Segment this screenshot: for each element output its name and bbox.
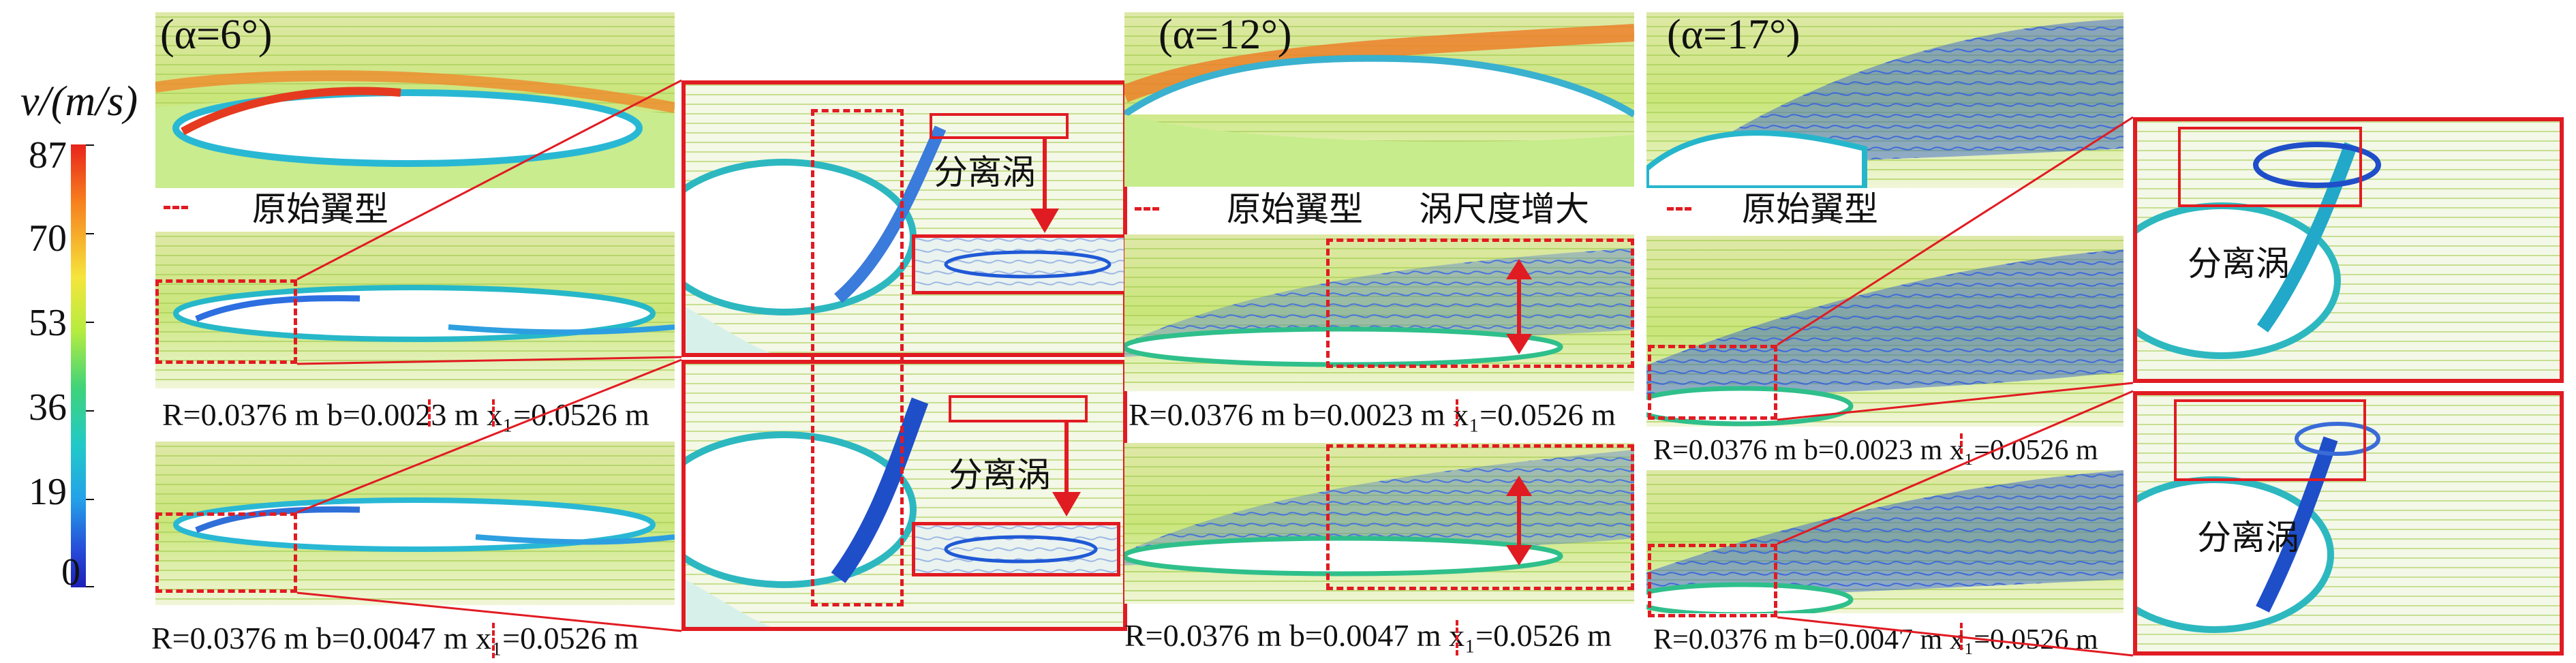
zoom-panel-frame xyxy=(2133,117,2564,383)
streamline-panel-a6-baseline xyxy=(155,12,675,188)
streamline-panel-a17-row1 xyxy=(1646,236,2123,427)
vortex-label: 分离涡 xyxy=(934,153,1036,192)
arrow-head xyxy=(1030,209,1059,233)
vortex-region-box xyxy=(1326,238,1634,368)
vortex-region-box xyxy=(1326,444,1634,590)
inset-frame xyxy=(912,522,1120,576)
dimension-marker xyxy=(492,399,495,427)
angle-label: (α=17°) xyxy=(1667,12,1800,58)
zoom-panel-frame xyxy=(681,80,1127,357)
zoom-panel-a17-bottom xyxy=(2133,391,2564,656)
vortex-label: 分离涡 xyxy=(949,455,1051,495)
vortex-highlight-box xyxy=(949,395,1088,422)
zoom-region-box xyxy=(155,279,297,364)
dashed-legend-swatch xyxy=(164,206,188,209)
scale-arrow-down xyxy=(1506,545,1532,566)
colorbar-tick-label: 53 xyxy=(29,302,67,344)
dimension-marker xyxy=(428,399,431,427)
geometry-label: R=0.0376 m b=0.0023 m x₁=0.0526 m xyxy=(1129,397,1616,432)
legend-title: v/(m/s) xyxy=(20,78,138,125)
dashed-legend-swatch xyxy=(1667,207,1691,211)
vortex-growth-label: 涡尺度增大 xyxy=(1419,189,1589,229)
baseline-label: 原始翼型 xyxy=(252,189,388,229)
dimension-marker xyxy=(1456,399,1458,427)
vortex-label: 分离涡 xyxy=(2188,244,2290,283)
geometry-label: R=0.0376 m b=0.0047 m x₁=0.0526 m xyxy=(1653,624,2098,656)
scale-arrow-shaft xyxy=(1517,485,1521,551)
vortex-highlight-box xyxy=(930,113,1069,139)
inset-vortex-a6-top xyxy=(912,234,1127,294)
geometry-label: R=0.0376 m b=0.0047 m x₁=0.0526 m xyxy=(1124,618,1612,653)
baseline-label: 原始翼型 xyxy=(1227,189,1363,229)
colorbar-tick xyxy=(86,410,94,412)
zoom-region-box xyxy=(155,512,297,593)
dimension-marker xyxy=(1960,623,1963,650)
zoom-panel-a17-top xyxy=(2133,117,2564,383)
baseline-label: 原始翼型 xyxy=(1742,189,1878,229)
vortex-highlight-box xyxy=(2174,399,2366,481)
arrow-shaft xyxy=(1043,136,1047,210)
angle-label: (α=12°) xyxy=(1159,12,1292,58)
dashed-legend-swatch xyxy=(1135,207,1159,211)
colorbar-tick xyxy=(86,233,94,234)
dimension-marker xyxy=(1960,433,1963,454)
vortex-highlight-box xyxy=(2178,127,2362,207)
colorbar-tick xyxy=(86,499,94,500)
streamline-panel-a12-baseline xyxy=(1124,12,1634,187)
colorbar-tick xyxy=(86,144,94,146)
scale-arrow-shaft xyxy=(1517,267,1521,338)
streamline-panel-a17-row2 xyxy=(1646,470,2123,613)
comparison-region-box xyxy=(811,109,904,606)
colorbar-tick-label: 19 xyxy=(29,471,67,513)
colorbar-tick xyxy=(86,586,94,587)
scale-arrow-down xyxy=(1506,334,1532,354)
geometry-label: R=0.0376 m b=0.0047 m x₁=0.0526 m xyxy=(151,621,639,656)
dimension-marker xyxy=(492,623,495,658)
streamline-panel-a17-baseline xyxy=(1646,12,2123,188)
geometry-label: R=0.0376 m b=0.0023 m x₁=0.0526 m xyxy=(1653,435,2098,466)
zoom-panel-frame xyxy=(2133,391,2564,656)
arrow-shaft xyxy=(1064,420,1069,492)
velocity-colorbar xyxy=(71,144,86,587)
colorbar-tick xyxy=(86,322,94,323)
scale-arrow-up xyxy=(1506,476,1532,496)
colorbar-tick-label: 87 xyxy=(29,134,67,176)
dimension-marker xyxy=(1456,620,1458,656)
arrow-head xyxy=(1052,492,1081,516)
colorbar-tick-label: 36 xyxy=(29,386,67,429)
inset-vortex-a6-bottom xyxy=(912,522,1120,576)
colorbar-tick-label: 0 xyxy=(61,551,80,593)
colorbar-tick-label: 70 xyxy=(29,217,67,260)
zoom-region-box xyxy=(1648,345,1777,420)
angle-label: (α=6°) xyxy=(160,12,273,58)
vortex-label: 分离涡 xyxy=(2197,518,2299,557)
scale-arrow-up xyxy=(1506,259,1532,279)
zoom-region-box xyxy=(1648,544,1777,617)
